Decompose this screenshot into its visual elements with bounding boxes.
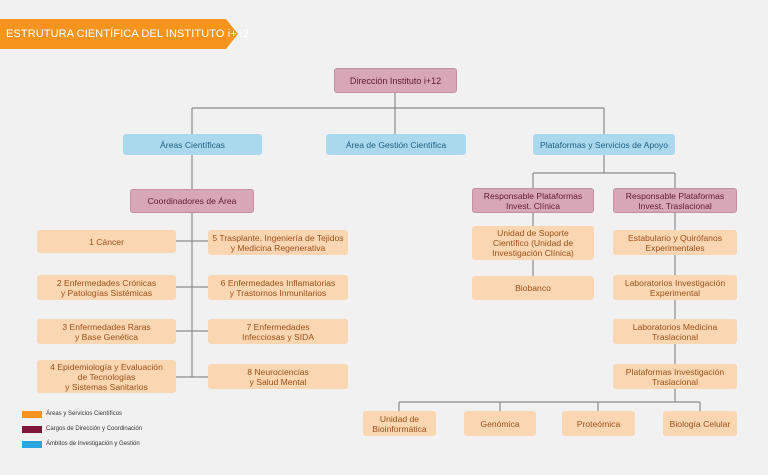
legend-swatch — [22, 426, 42, 433]
banner-arrow-shape — [0, 19, 238, 49]
node-biobanco: Biobanco — [472, 276, 594, 300]
node-lab-medicina: Laboratorios Medicina Traslacional — [613, 319, 737, 344]
page-title: ESTRUTURA CIENTÍFICA DEL INSTITUTO i+12 — [6, 28, 250, 40]
node-area-6: 6 Enfermedades Inflamatorias y Trastorno… — [208, 275, 348, 300]
node-direccion: Dirección Instituto i+12 — [334, 68, 457, 93]
node-area-7: 7 Enfermedades Infecciosas y SIDA — [208, 319, 348, 344]
node-plataformas: Plataformas y Servicios de Apoyo — [533, 134, 675, 155]
node-area-1: 1 Cáncer — [37, 230, 176, 253]
node-lab-experimental: Laboratorios Investigación Experimental — [613, 275, 737, 300]
legend-label: Áreas y Servicios Científicos — [46, 411, 123, 417]
node-resp-clinica: Responsable Plataformas Invest. Clínica — [472, 188, 594, 213]
node-coordinadores: Coordinadores de Área — [130, 189, 254, 213]
node-areas-cientificas: Áreas Científicas — [123, 134, 262, 155]
node-area-5: 5 Trasplante, Ingeniería de Tejidos y Me… — [208, 230, 348, 255]
node-estabulario: Estabulario y Quirófanos Experimentales — [613, 230, 737, 255]
node-area-8: 8 Neurociencias y Salud Mental — [208, 364, 348, 389]
node-bioinformatica: Unidad de Bioinformática — [363, 411, 436, 436]
legend-label: Cargos de Dirección y Coordinación — [46, 426, 143, 432]
node-proteomica: Proteómica — [562, 411, 635, 436]
node-biologia-celular: Biología Celular — [663, 411, 737, 436]
node-area-3: 3 Enfermedades Raras y Base Genética — [37, 319, 176, 344]
node-soporte: Unidad de Soporte Científico (Unidad de … — [472, 226, 594, 260]
node-resp-traslacional: Responsable Plataformas Invest. Traslaci… — [613, 188, 737, 213]
node-genomica: Genómica — [464, 411, 536, 436]
legend-swatch — [22, 411, 42, 418]
node-area-2: 2 Enfermedades Crónicas y Patologías Sis… — [37, 275, 176, 300]
legend-label: Ámbitos de Investigación y Gestión — [46, 441, 140, 447]
header-banner: ESTRUTURA CIENTÍFICA DEL INSTITUTO i+12 — [0, 19, 249, 49]
node-area-4: 4 Epidemiología y Evaluación de Tecnolog… — [37, 360, 176, 393]
node-plat-investigacion: Plataformas Investigación Traslacional — [613, 364, 737, 389]
node-area-gestion: Área de Gestión Científica — [326, 134, 466, 155]
legend-swatch — [22, 441, 42, 448]
